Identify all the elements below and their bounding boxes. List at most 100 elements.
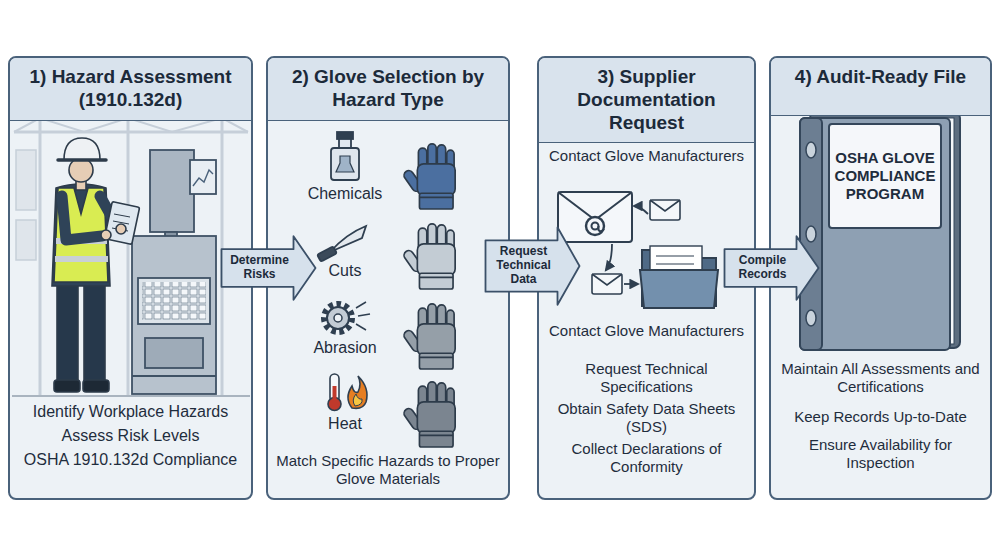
glove-column xyxy=(402,224,455,289)
arrow-label: Request Technical Data xyxy=(492,245,556,286)
compliance-binder xyxy=(800,118,822,350)
worker xyxy=(55,256,108,262)
knife-icon xyxy=(330,226,366,252)
glove-column xyxy=(402,144,455,209)
panel-text: Contact Glove Manufacturers xyxy=(539,322,754,340)
panel-text: Request Technical Specifications xyxy=(539,360,754,396)
worker xyxy=(114,214,130,217)
panel-text: Collect Declarations of Conformity xyxy=(539,440,754,476)
worker xyxy=(58,158,106,162)
block-arrow xyxy=(725,236,819,300)
chemical-bottle-icon xyxy=(337,132,353,139)
machine xyxy=(190,160,216,194)
arrow-label: Compile Records xyxy=(731,254,795,282)
factory-background xyxy=(12,395,250,397)
chemical-bottle-icon xyxy=(331,132,359,180)
compliance-binder xyxy=(806,226,816,242)
worker xyxy=(116,224,126,234)
factory-background xyxy=(14,131,248,134)
worker xyxy=(84,282,105,382)
machine xyxy=(193,170,213,186)
document-folder xyxy=(656,263,694,264)
machine xyxy=(132,236,216,394)
factory-background xyxy=(127,120,130,396)
machine xyxy=(145,338,203,368)
gear-icon xyxy=(356,302,366,308)
chemical-bottle-icon xyxy=(339,139,351,148)
small-envelope xyxy=(592,274,622,294)
hazard-label: Abrasion xyxy=(300,338,390,357)
compliance-binder xyxy=(806,310,816,326)
panel-text: Match Specific Hazards to Proper Glove M… xyxy=(268,452,508,488)
factory-background xyxy=(12,118,250,396)
glove-column xyxy=(402,382,455,447)
glove-column xyxy=(402,144,455,447)
hazard-label: Heat xyxy=(300,414,390,433)
heat-icon xyxy=(348,376,367,408)
panel-text: Contact Glove Manufacturers xyxy=(539,147,754,165)
small-envelope xyxy=(592,274,622,285)
email-envelope xyxy=(558,192,632,242)
knife-icon xyxy=(317,246,337,262)
worker xyxy=(62,196,102,240)
panel-text: Maintain All Assessments and Certificati… xyxy=(771,360,990,396)
hazard-label: Cuts xyxy=(300,261,390,280)
worker xyxy=(54,380,80,392)
panel-text: Keep Records Up-to-Date xyxy=(771,408,990,426)
chemical-bottle-icon xyxy=(331,148,359,180)
glove-column xyxy=(402,304,455,369)
flow-arrows xyxy=(606,206,648,284)
small-envelope xyxy=(650,200,680,211)
document-folder xyxy=(640,246,718,308)
block-arrow xyxy=(486,227,580,304)
small-envelope xyxy=(650,200,680,220)
email-envelope xyxy=(558,192,632,242)
worker xyxy=(101,230,111,240)
heat-icon xyxy=(333,386,337,400)
gear-icon xyxy=(324,302,370,332)
binder-label: OSHA GLOVE COMPLIANCE PROGRAM xyxy=(831,149,939,203)
knife-icon xyxy=(317,226,366,262)
hazard-label: Chemicals xyxy=(300,184,390,203)
email-envelope xyxy=(592,223,599,230)
factory-background xyxy=(39,120,42,396)
worker xyxy=(57,282,78,382)
factory-background xyxy=(14,118,248,132)
worker xyxy=(83,380,109,392)
machine xyxy=(150,150,194,232)
panel-text: OSHA 1910.132d Compliance xyxy=(10,450,251,469)
email-envelope xyxy=(586,217,604,235)
flow-arrows xyxy=(634,206,648,214)
machine xyxy=(142,282,206,320)
document-folder xyxy=(656,255,694,256)
flow-arrows xyxy=(624,283,638,285)
panel-text: Assess Risk Levels xyxy=(10,426,251,445)
arrow-label: Determine Risks xyxy=(228,254,292,282)
gear-icon xyxy=(358,314,370,316)
compliance-binder xyxy=(829,124,941,228)
worker xyxy=(64,138,100,160)
gear-icon xyxy=(356,324,366,330)
email-envelope xyxy=(599,226,605,231)
compliance-binder xyxy=(800,112,960,350)
machine xyxy=(132,375,216,377)
machine xyxy=(138,278,210,324)
block-arrow xyxy=(222,236,316,300)
gear-icon xyxy=(334,314,342,322)
compliance-binder xyxy=(800,118,950,350)
panel-text: Obtain Safety Data Sheets (SDS) xyxy=(539,400,754,436)
compliance-binder xyxy=(806,142,816,158)
panel-heading: 3) Supplier Documentation Request xyxy=(539,58,754,143)
panel-text: Ensure Availability for Inspection xyxy=(771,436,990,472)
flow-arrows xyxy=(606,244,612,270)
chemical-bottle-icon xyxy=(336,156,354,172)
heat-icon xyxy=(328,374,367,411)
gear-icon xyxy=(324,304,352,332)
machine xyxy=(132,150,216,394)
panel-heading: 4) Audit-Ready File xyxy=(771,58,990,116)
worker xyxy=(52,138,140,392)
document-folder xyxy=(640,270,718,308)
panel-heading: 1) Hazard Assessment (1910.132d) xyxy=(10,58,251,121)
panel-heading: 2) Glove Selection by Hazard Type xyxy=(268,58,508,121)
factory-background xyxy=(16,220,36,260)
